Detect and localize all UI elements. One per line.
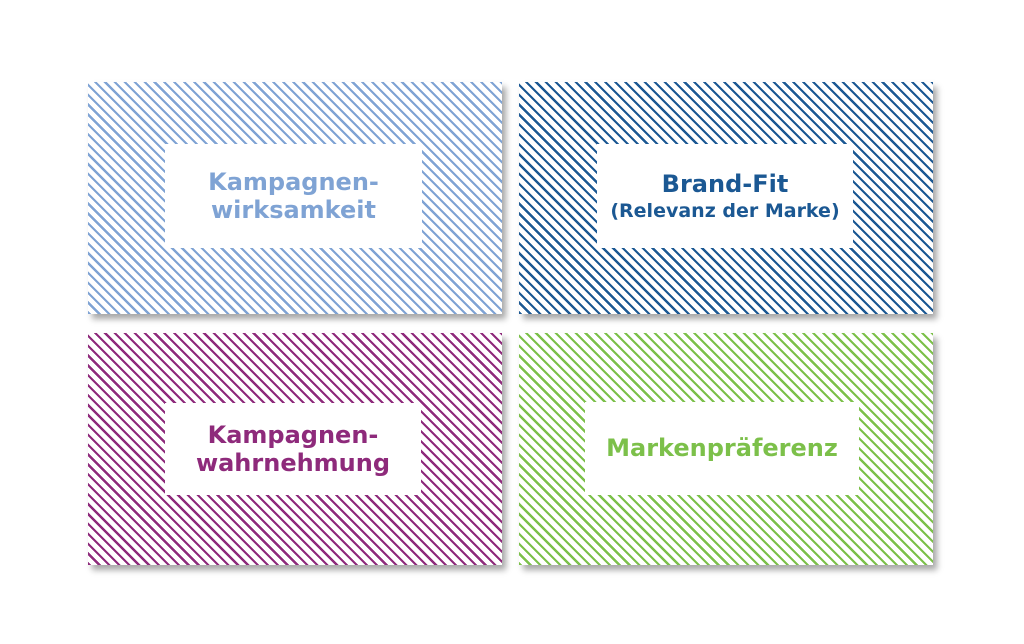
- tile-brand-fit: Brand-Fit (Relevanz der Marke): [519, 82, 933, 314]
- tile-kampagnenwirksamkeit: Kampagnen- wirksamkeit: [88, 82, 502, 314]
- label-box: Brand-Fit (Relevanz der Marke): [597, 144, 853, 248]
- tile-title: Markenpräferenz: [606, 434, 838, 463]
- tile-title-line-2: wahrnehmung: [195, 449, 391, 477]
- label-box: Markenpräferenz: [585, 402, 859, 495]
- tile-subtitle: (Relevanz der Marke): [610, 199, 840, 222]
- tile-title-line-1: Kampagnen-: [208, 167, 379, 196]
- tile-title: Brand-Fit: [661, 169, 789, 198]
- tile-kampagnenwahrnehmung: Kampagnen- wahrnehmung: [88, 333, 502, 565]
- tile-title-line-1: Kampagnen-: [207, 420, 379, 449]
- tile-title-line-2: wirksamkeit: [211, 196, 376, 224]
- tile-markenpraeferenz: Markenpräferenz: [519, 333, 933, 565]
- label-box: Kampagnen- wirksamkeit: [165, 144, 422, 248]
- label-box: Kampagnen- wahrnehmung: [165, 403, 421, 495]
